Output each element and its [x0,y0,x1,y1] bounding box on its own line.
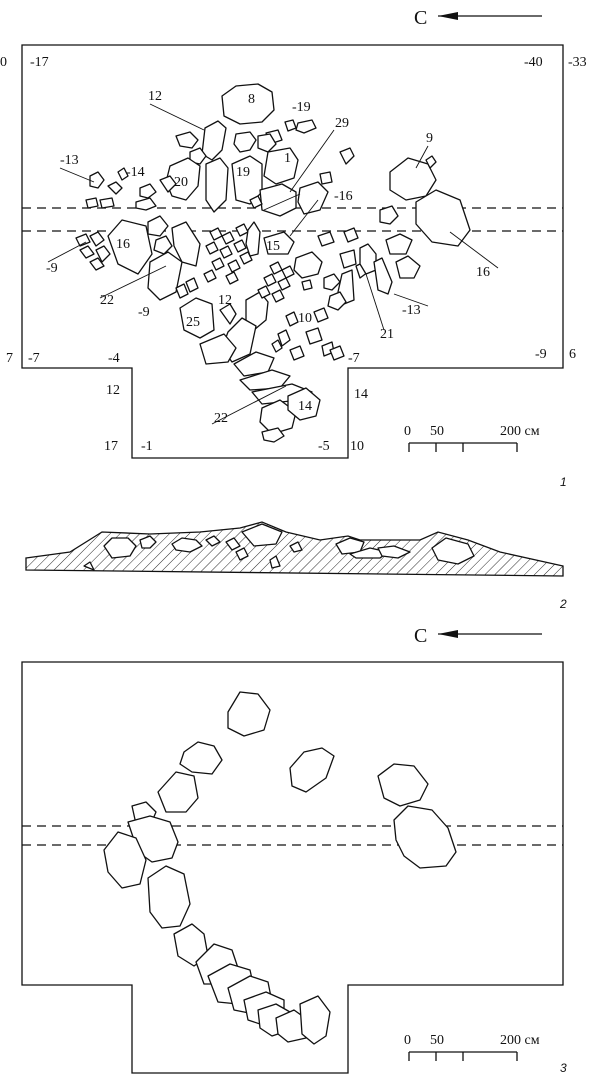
leader-lines-1 [47,103,499,425]
stone-label-12a: 12 [148,89,162,104]
stone-label-m14: -14 [126,165,145,180]
stone-label-8: 8 [248,92,255,107]
stones-plan-1 [75,83,471,443]
depth-ext-bl-outer: 17 [104,439,118,454]
depth-tr-outer: -33 [568,55,587,70]
depth-right-low-outer: 6 [569,347,576,362]
scale-label-50-1: 50 [430,424,444,439]
depth-right-low: -9 [535,347,547,362]
stone-label-19: 19 [236,165,250,180]
stone-label-16b: 16 [476,265,490,280]
north-label-1: С [414,7,427,29]
stone-label-m9b: -9 [138,305,150,320]
stone-label-22b: 22 [214,411,228,426]
stone-label-16a: 16 [116,237,130,252]
depth-left-low: -7 [28,351,40,366]
section-stones [83,523,475,571]
scale-label-50-3: 50 [430,1033,444,1048]
stone-label-12b: 12 [218,293,232,308]
scale-bar-1 [408,442,518,452]
depth-ext-tl: 12 [106,383,120,398]
depth-left-low-outer: 7 [6,351,13,366]
scale-bar-3 [408,1051,518,1061]
depth-tr: -40 [524,55,543,70]
stone-label-m7: -7 [348,351,360,366]
stone-label-29: 29 [335,116,349,131]
depth-tl-outer: 0 [0,55,7,70]
stone-label-15: 15 [266,239,280,254]
figure-number-2: 2 [559,597,567,611]
stone-label-21: 21 [380,327,394,342]
figure-number-1: 1 [560,475,567,489]
stone-label-m13b: -13 [402,303,421,318]
depth-ext-br-outer: 10 [350,439,364,454]
depth-tl: -17 [30,55,49,70]
stone-label-1: 1 [284,151,291,166]
excavation-outline-3 [21,661,564,1074]
plan-1: С 0 -17 -40 -33 7 -7 -4 -9 6 12 17 -1 14… [0,7,587,489]
north-label-3: С [414,625,427,647]
depth-ext-br: -5 [318,439,330,454]
figure-number-3: 3 [560,1061,567,1075]
stones-plan-3 [103,691,457,1045]
north-arrow-icon-3 [438,630,542,638]
excavation-outline-1 [21,44,564,459]
plan-3: С [21,625,567,1075]
stone-label-m13a: -13 [60,153,79,168]
stone-label-14: 14 [298,399,312,414]
stone-label-22a: 22 [100,293,114,308]
section-profile: 2 [25,521,567,611]
north-arrow-icon-1 [438,12,542,20]
stone-label-m19: -19 [292,100,311,115]
scale-label-200-1: 200 см [500,424,540,439]
scale-label-200-3: 200 см [500,1033,540,1048]
depth-ext-tr: 14 [354,387,368,402]
stone-label-20: 20 [174,175,188,190]
stone-label-9: 9 [426,131,433,146]
scale-label-0-3: 0 [404,1033,411,1048]
stone-label-10: 10 [298,311,312,326]
stone-label-m9a: -9 [46,261,58,276]
depth-ext-bl: -1 [141,439,153,454]
scale-label-0-1: 0 [404,424,411,439]
stone-label-m16: -16 [334,189,353,204]
depth-step-left: -4 [108,351,120,366]
stone-label-25: 25 [186,315,200,330]
